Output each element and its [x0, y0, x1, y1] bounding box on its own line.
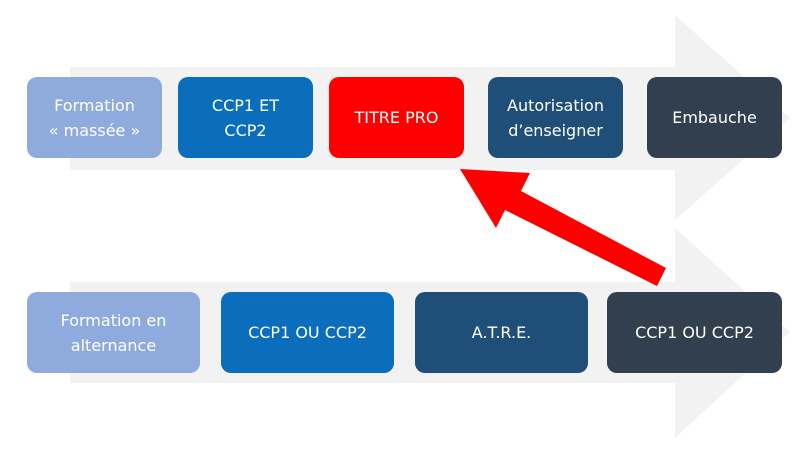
box-titre-pro: TITRE PRO	[329, 77, 464, 158]
box-embauche: Embauche	[647, 77, 782, 158]
box-ccp1-ou-ccp2-1: CCP1 OU CCP2	[221, 292, 394, 373]
box-ccp1-et-ccp2: CCP1 ET CCP2	[178, 77, 313, 158]
box-autorisation-enseigner: Autorisation d’enseigner	[488, 77, 623, 158]
box-formation-alternance: Formation en alternance	[27, 292, 200, 373]
box-formation-massee: Formation « massée »	[27, 77, 162, 158]
box-atre: A.T.R.E.	[415, 292, 588, 373]
red-connector-arrow	[460, 169, 666, 286]
box-ccp1-ou-ccp2-2: CCP1 OU CCP2	[607, 292, 782, 373]
